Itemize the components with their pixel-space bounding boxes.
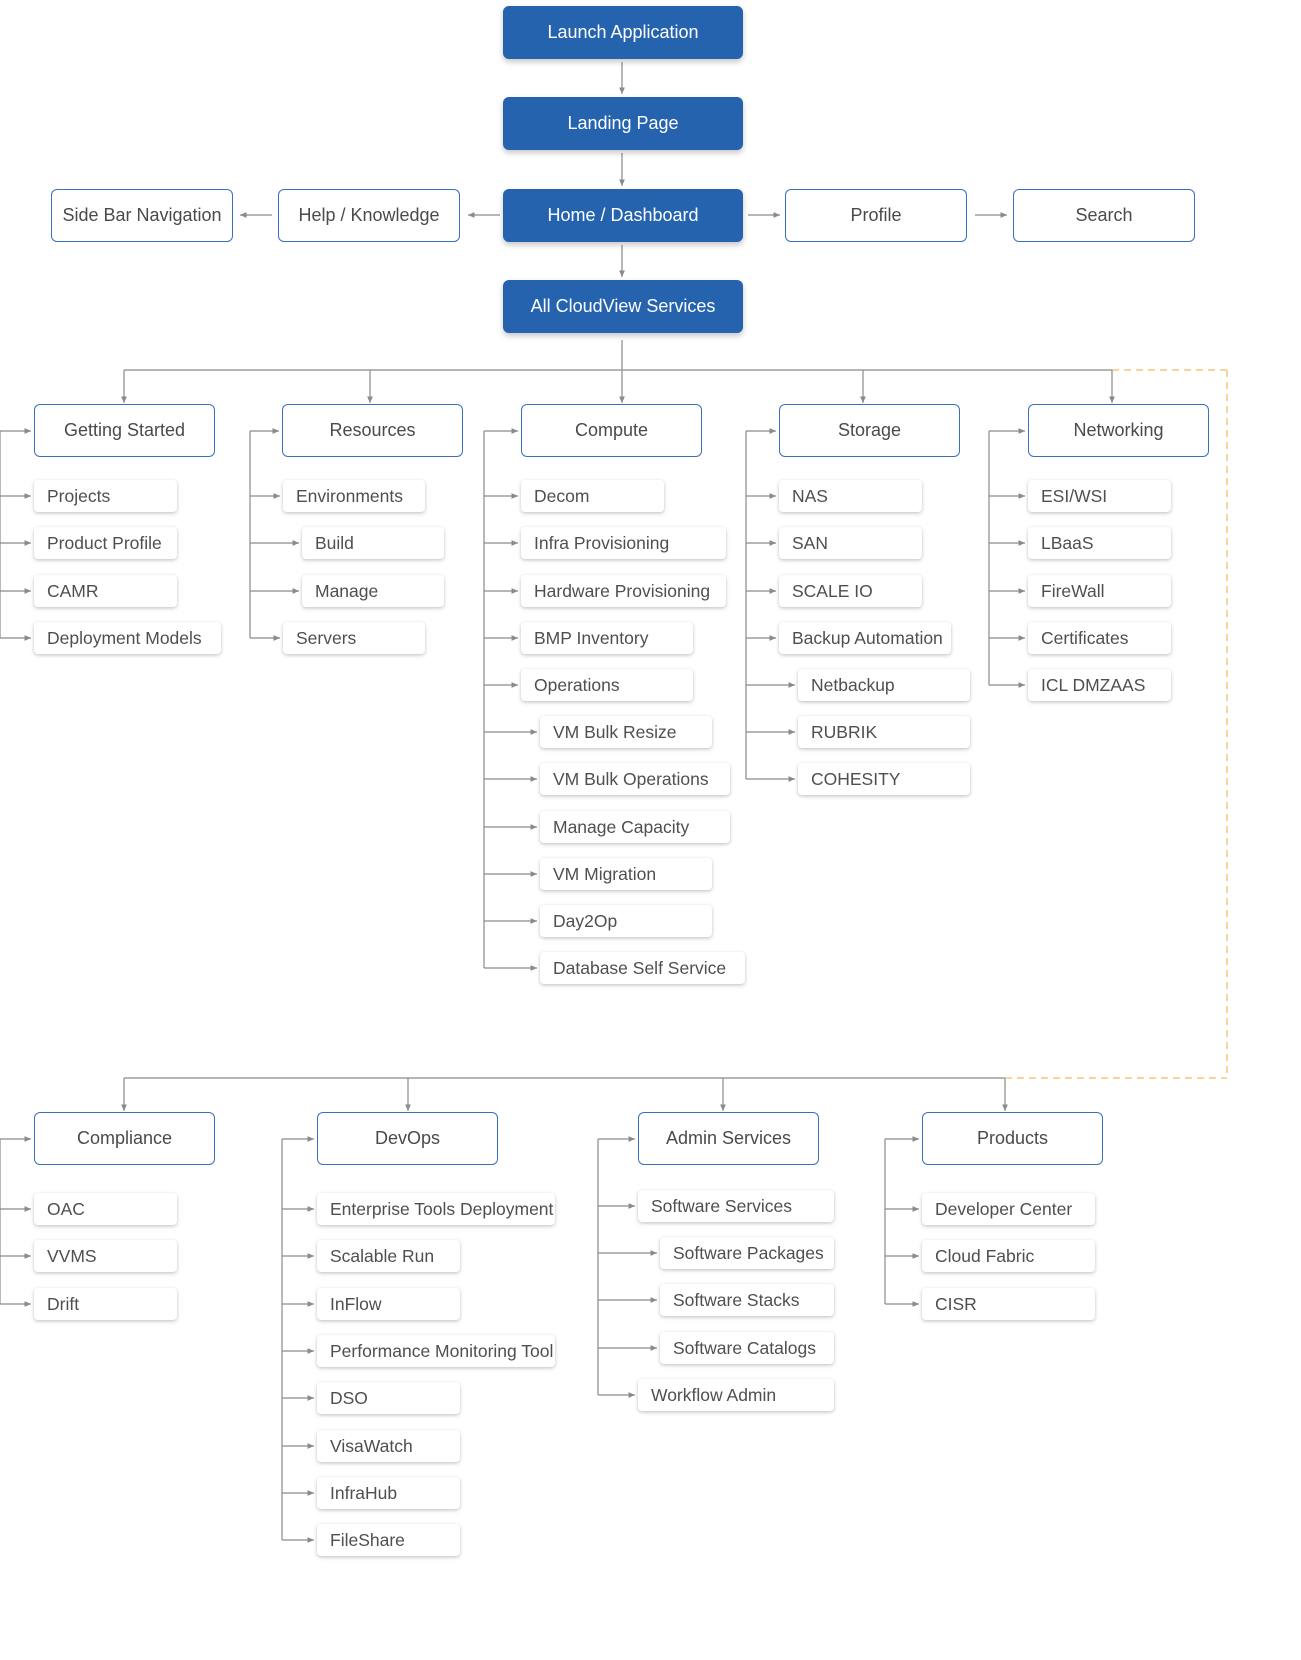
menu-item-enterprise-tools-deployment[interactable]: Enterprise Tools Deployment bbox=[317, 1193, 555, 1225]
menu-item-developer-center[interactable]: Developer Center bbox=[922, 1193, 1095, 1225]
menu-item-firewall[interactable]: FireWall bbox=[1028, 575, 1171, 607]
home-dashboard-node[interactable]: Home / Dashboard bbox=[503, 189, 743, 242]
menu-item-environments[interactable]: Environments bbox=[283, 480, 425, 512]
menu-item-build[interactable]: Build bbox=[302, 527, 444, 559]
section-getting-started[interactable]: Getting Started bbox=[34, 404, 215, 457]
menu-item-database-self-service[interactable]: Database Self Service bbox=[540, 952, 745, 984]
menu-item-deployment-models[interactable]: Deployment Models bbox=[34, 622, 221, 654]
menu-item-camr[interactable]: CAMR bbox=[34, 575, 177, 607]
side-bar-navigation-node[interactable]: Side Bar Navigation bbox=[51, 189, 233, 242]
profile-node[interactable]: Profile bbox=[785, 189, 967, 242]
menu-item-vm-bulk-resize[interactable]: VM Bulk Resize bbox=[540, 716, 712, 748]
menu-item-icl-dmzaas[interactable]: ICL DMZAAS bbox=[1028, 669, 1171, 701]
menu-item-drift[interactable]: Drift bbox=[34, 1288, 177, 1320]
section-resources[interactable]: Resources bbox=[282, 404, 463, 457]
menu-item-nas[interactable]: NAS bbox=[779, 480, 922, 512]
menu-item-infra-provisioning[interactable]: Infra Provisioning bbox=[521, 527, 726, 559]
menu-item-visawatch[interactable]: VisaWatch bbox=[317, 1430, 460, 1462]
menu-item-bmp-inventory[interactable]: BMP Inventory bbox=[521, 622, 693, 654]
menu-item-infrahub[interactable]: InfraHub bbox=[317, 1477, 460, 1509]
menu-item-software-services[interactable]: Software Services bbox=[638, 1190, 834, 1222]
launch-application-node[interactable]: Launch Application bbox=[503, 6, 743, 59]
menu-item-product-profile[interactable]: Product Profile bbox=[34, 527, 177, 559]
section-products[interactable]: Products bbox=[922, 1112, 1103, 1165]
menu-item-software-catalogs[interactable]: Software Catalogs bbox=[660, 1332, 834, 1364]
menu-item-performance-monitoring-tool[interactable]: Performance Monitoring Tool bbox=[317, 1335, 555, 1367]
menu-item-cloud-fabric[interactable]: Cloud Fabric bbox=[922, 1240, 1095, 1272]
section-compute[interactable]: Compute bbox=[521, 404, 702, 457]
menu-item-certificates[interactable]: Certificates bbox=[1028, 622, 1171, 654]
section-networking[interactable]: Networking bbox=[1028, 404, 1209, 457]
section-devops[interactable]: DevOps bbox=[317, 1112, 498, 1165]
menu-item-inflow[interactable]: InFlow bbox=[317, 1288, 460, 1320]
menu-item-manage-capacity[interactable]: Manage Capacity bbox=[540, 811, 730, 843]
menu-item-software-packages[interactable]: Software Packages bbox=[660, 1237, 834, 1269]
menu-item-manage[interactable]: Manage bbox=[302, 575, 444, 607]
landing-page-node[interactable]: Landing Page bbox=[503, 97, 743, 150]
menu-item-operations[interactable]: Operations bbox=[521, 669, 693, 701]
menu-item-scalable-run[interactable]: Scalable Run bbox=[317, 1240, 460, 1272]
menu-item-software-stacks[interactable]: Software Stacks bbox=[660, 1284, 834, 1316]
menu-item-scale-io[interactable]: SCALE IO bbox=[779, 575, 922, 607]
menu-item-vvms[interactable]: VVMS bbox=[34, 1240, 177, 1272]
menu-item-rubrik[interactable]: RUBRIK bbox=[798, 716, 970, 748]
menu-item-cohesity[interactable]: COHESITY bbox=[798, 763, 970, 795]
menu-item-oac[interactable]: OAC bbox=[34, 1193, 177, 1225]
menu-item-lbaas[interactable]: LBaaS bbox=[1028, 527, 1171, 559]
menu-item-decom[interactable]: Decom bbox=[521, 480, 664, 512]
menu-item-backup-automation[interactable]: Backup Automation bbox=[779, 622, 951, 654]
menu-item-workflow-admin[interactable]: Workflow Admin bbox=[638, 1379, 834, 1411]
all-cloudview-services-node[interactable]: All CloudView Services bbox=[503, 280, 743, 333]
menu-item-day2op[interactable]: Day2Op bbox=[540, 905, 712, 937]
menu-item-esi-wsi[interactable]: ESI/WSI bbox=[1028, 480, 1171, 512]
menu-item-fileshare[interactable]: FileShare bbox=[317, 1524, 460, 1556]
help-knowledge-node[interactable]: Help / Knowledge bbox=[278, 189, 460, 242]
menu-item-servers[interactable]: Servers bbox=[283, 622, 425, 654]
menu-item-projects[interactable]: Projects bbox=[34, 480, 177, 512]
section-admin-services[interactable]: Admin Services bbox=[638, 1112, 819, 1165]
connector-lines bbox=[0, 62, 1228, 1543]
section-compliance[interactable]: Compliance bbox=[34, 1112, 215, 1165]
menu-item-dso[interactable]: DSO bbox=[317, 1382, 460, 1414]
menu-item-san[interactable]: SAN bbox=[779, 527, 922, 559]
menu-item-hardware-provisioning[interactable]: Hardware Provisioning bbox=[521, 575, 726, 607]
menu-item-cisr[interactable]: CISR bbox=[922, 1288, 1095, 1320]
menu-item-vm-bulk-operations[interactable]: VM Bulk Operations bbox=[540, 763, 730, 795]
menu-item-netbackup[interactable]: Netbackup bbox=[798, 669, 970, 701]
search-node[interactable]: Search bbox=[1013, 189, 1195, 242]
menu-item-vm-migration[interactable]: VM Migration bbox=[540, 858, 712, 890]
section-storage[interactable]: Storage bbox=[779, 404, 960, 457]
